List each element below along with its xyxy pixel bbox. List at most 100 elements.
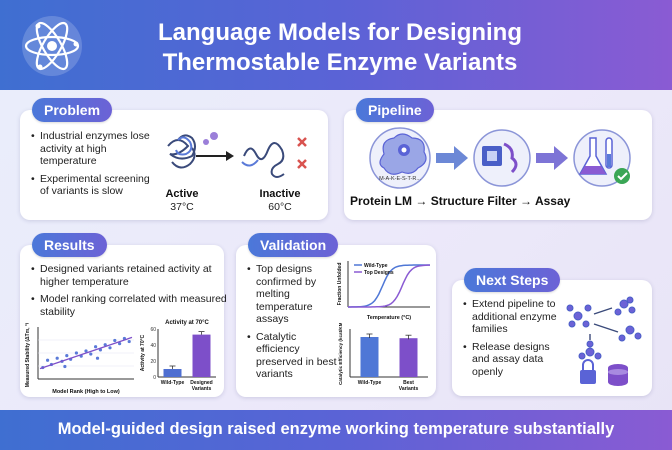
results-card: Results Designed variants retained activ…	[20, 233, 227, 397]
page-title: Language Models for Designing Thermostab…	[90, 18, 590, 78]
pipeline-diagram: M-A-K-E-S-T-R...	[369, 127, 631, 189]
chart-title: Activity at 70°C	[165, 320, 209, 326]
enzyme-families-illustration	[566, 296, 642, 386]
legend-label: Wild-Type	[364, 263, 388, 269]
x-axis-label: Model Rank (High to Low)	[52, 389, 120, 395]
scatter-point	[95, 356, 100, 360]
scatter-point	[63, 364, 67, 369]
scatter-point	[127, 339, 131, 344]
active-temp: 37°C	[170, 201, 194, 213]
molecule-cluster-icon	[566, 296, 642, 360]
validation-bullet-1: Top designs confirmed by melting tempera…	[247, 263, 342, 326]
database-icon	[608, 364, 628, 386]
y-axis-label: Measured Stability (ΔTm, °C)	[25, 323, 31, 387]
footer-text: Model-guided design raised enzyme workin…	[57, 420, 615, 438]
melting-curve	[348, 264, 430, 308]
scatter-point	[108, 346, 112, 350]
scatter-point	[94, 345, 98, 349]
atom-logo-icon	[22, 16, 82, 76]
scatter-point	[89, 352, 93, 356]
bar	[360, 337, 379, 377]
scatter-point	[55, 356, 59, 360]
problem-card: Problem Industrial enzymes lose activity…	[20, 98, 328, 220]
pipeline-tag: Pipeline	[356, 98, 434, 122]
pipeline-card: Pipeline M-A-K-E-S-T-R...	[344, 98, 652, 220]
x-tick-label: Wild-Type	[358, 380, 382, 386]
arrow-icon	[536, 146, 568, 170]
x-tick-label: Variants	[399, 386, 419, 392]
x-tick-label: Variants	[192, 386, 212, 392]
y-axis-label: Fraction Unfolded	[337, 263, 343, 306]
validation-card: Validation Top designs confirmed by melt…	[236, 233, 436, 397]
legend-label: Top Designs	[364, 270, 394, 276]
x-mark-icon	[297, 137, 307, 169]
y-axis-label: Activity at 70°C	[140, 334, 146, 371]
x-tick-label: Designed	[190, 380, 213, 386]
arrow-icon: →	[415, 194, 431, 208]
problem-bullet-2: Experimental screening of variants is sl…	[31, 173, 158, 198]
validation-bullet-2: Catalytic efficiency preserved in best v…	[247, 331, 342, 381]
title-line-2: Thermostable Enzyme Variants	[162, 49, 518, 76]
header-banner: Language Models for Designing Thermostab…	[0, 0, 672, 90]
trend-line	[39, 336, 133, 370]
scatter-point	[113, 338, 117, 343]
y-tick-label: 40	[150, 343, 156, 349]
validation-bullets: Top designs confirmed by melting tempera…	[246, 263, 342, 386]
y-tick-label: 20	[150, 359, 156, 365]
scatter-point	[65, 354, 69, 358]
y-tick-label: 0	[153, 375, 156, 381]
bar	[399, 338, 418, 377]
problem-tag: Problem	[32, 98, 113, 122]
brain-icon	[369, 127, 431, 189]
unfolded-enzyme-icon	[243, 142, 285, 178]
problem-bullets: Industrial enzymes lose activity at high…	[30, 130, 158, 203]
results-tag: Results	[32, 233, 107, 257]
results-bullet-2: Model ranking correlated with measured s…	[31, 293, 228, 318]
results-bullet-1: Designed variants retained activity at h…	[31, 263, 228, 288]
bar	[192, 334, 211, 377]
inactive-label: Inactive	[259, 188, 301, 200]
chip-icon	[473, 129, 531, 187]
scatter-point	[118, 342, 122, 346]
x-axis-label: Temperature (°C)	[367, 315, 411, 321]
pipeline-steps: Protein LM → Structure Filter → Assay	[350, 194, 650, 208]
scatter-point	[84, 349, 88, 353]
check-icon	[614, 168, 630, 184]
y-axis-label: Catalytic Efficiency (kcat/KM)	[338, 323, 343, 385]
pipeline-step-structure-filter: Structure Filter	[430, 194, 517, 208]
inactive-temp: 60°C	[268, 201, 292, 213]
pipeline-step-assay: Assay	[534, 194, 571, 208]
results-bullets: Designed variants retained activity at h…	[30, 263, 228, 323]
enzyme-unfolding-illustration	[167, 132, 307, 178]
next-steps-card: Next Steps Extend pipeline to additional…	[452, 268, 652, 396]
scatter-point	[103, 343, 107, 347]
substrate-icon	[210, 132, 218, 140]
next-steps-bullets: Extend pipeline to additional enzyme fam…	[462, 298, 568, 383]
folded-enzyme-icon	[167, 134, 196, 169]
bar	[163, 369, 182, 377]
arrow-icon	[436, 146, 468, 170]
footer-banner: Model-guided design raised enzyme workin…	[0, 410, 672, 450]
arrow-icon: →	[520, 194, 535, 208]
validation-tag: Validation	[248, 233, 339, 257]
scatter-point	[46, 358, 50, 362]
problem-bullet-1: Industrial enzymes lose activity at high…	[31, 130, 158, 168]
x-tick-label: Wild-Type	[161, 380, 185, 386]
scatter-point	[74, 351, 78, 355]
active-label: Active	[165, 188, 199, 200]
sequence-text: M-A-K-E-S-T-R...	[379, 176, 421, 182]
scatter-point	[98, 348, 102, 352]
pipeline-step-protein-lm: Protein LM	[350, 194, 412, 208]
stability-scatter-chart: Model Rank (High to Low) Measured Stabili…	[25, 323, 134, 395]
next-steps-tag: Next Steps	[464, 268, 561, 292]
arrow-icon	[589, 307, 619, 340]
lock-icon	[580, 359, 596, 384]
next-steps-bullet-1: Extend pipeline to additional enzyme fam…	[463, 298, 568, 336]
y-tick-label: 60	[150, 327, 156, 333]
next-steps-bullet-2: Release designs and assay data openly	[463, 341, 568, 379]
x-tick-label: Best	[403, 380, 414, 386]
catalytic-efficiency-chart: Catalytic Efficiency (kcat/KM) Wild-Type B…	[338, 323, 428, 392]
